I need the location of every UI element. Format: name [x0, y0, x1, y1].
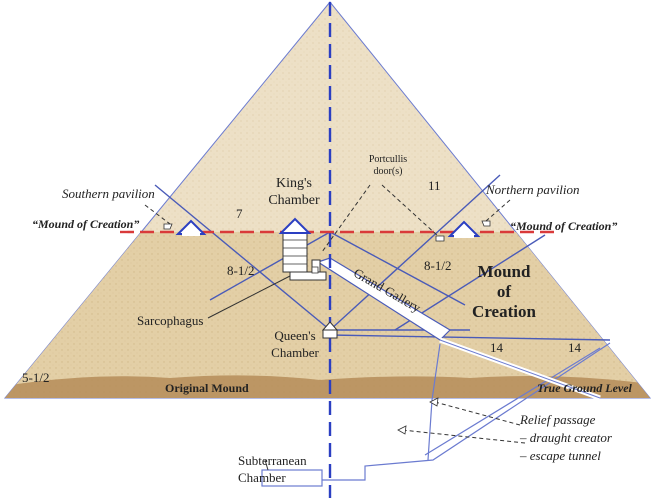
callout-lines	[144, 184, 526, 444]
relief-passage	[322, 342, 611, 481]
num-14a-label: 14	[490, 340, 504, 355]
num-8half-right-label: 8-1/2	[424, 258, 451, 273]
subterranean-label-2: Chamber	[238, 470, 286, 485]
grand-gallery	[316, 257, 451, 341]
mound-left-label: “Mound of Creation”	[32, 217, 139, 231]
num-7-label: 7	[236, 206, 243, 221]
num-14b-label: 14	[568, 340, 582, 355]
original-mound-label: Original Mound	[165, 381, 249, 395]
queens-chamber	[321, 321, 339, 339]
kings-chamber-label-1: King's	[276, 176, 312, 191]
portcullis-label-2: door(s)	[374, 166, 403, 177]
subterranean-chamber	[261, 469, 323, 487]
kings-chamber-label-2: Chamber	[268, 193, 320, 208]
mound-big-label-3: Creation	[472, 302, 536, 321]
northern-pavilion-label: Northern pavilion	[485, 182, 580, 197]
queens-chamber-label-1: Queen's	[274, 328, 315, 343]
relief-label-2: – draught creator	[519, 430, 613, 445]
marker-sarcophagus	[311, 266, 319, 274]
relief-label-3: – escape tunnel	[519, 448, 601, 463]
subterranean-leader	[264, 459, 269, 471]
mound-big-label-2: of	[497, 282, 512, 301]
true-ground-level-label: True Ground Level	[537, 381, 633, 395]
num-11-label: 11	[428, 178, 441, 193]
marker-portcullis	[435, 235, 445, 242]
house-icon-left	[175, 219, 207, 236]
original-mound	[5, 375, 650, 398]
subterranean-label-1: Subterranean	[238, 453, 307, 468]
num-5half-label: 5-1/2	[22, 370, 49, 385]
house-icon-right	[447, 220, 481, 238]
relief-label-1: Relief passage	[519, 412, 596, 427]
sarcophagus-leader	[207, 275, 291, 319]
kings-chamber	[282, 231, 327, 281]
marker-right	[481, 220, 491, 227]
mound-big-label-1: Mound	[478, 262, 531, 281]
mound-right-label: “Mound of Creation”	[510, 219, 617, 233]
house-icon-center	[278, 217, 312, 234]
num-8half-left-label: 8-1/2	[227, 263, 254, 278]
sarcophagus-label: Sarcophagus	[137, 313, 203, 328]
arrow-relief-1	[429, 397, 439, 407]
queens-chamber-label-2: Chamber	[271, 345, 319, 360]
portcullis-label-1: Portcullis	[369, 154, 407, 165]
arrow-relief-2	[397, 425, 407, 435]
southern-pavilion-label: Southern pavilion	[62, 186, 155, 201]
